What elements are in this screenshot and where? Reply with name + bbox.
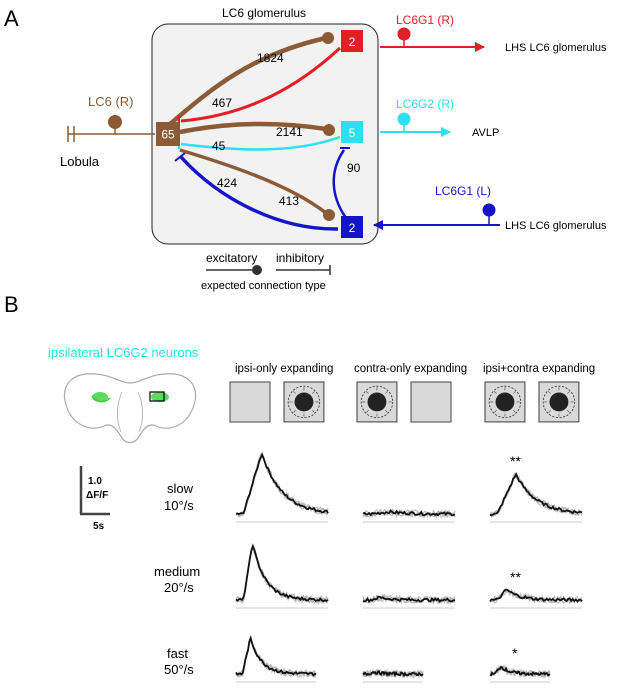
- lc6g1-l-label: LC6G1 (L): [435, 184, 491, 198]
- stim-ipsi-contra-left-looming: [484, 381, 526, 423]
- mean-trace-fast-contra-only: [362, 670, 424, 678]
- lc6g1-l-soma: [482, 203, 496, 217]
- avlp-label: AVLP: [472, 127, 499, 139]
- sig-slow: **: [510, 453, 521, 469]
- node-lc6-count: 65: [161, 128, 175, 142]
- edge-lc6-to-g1r: [168, 35, 327, 126]
- glomerulus-title: LC6 glomerulus: [222, 6, 306, 20]
- edge-lc6-to-g2r-end: [323, 124, 335, 136]
- weight-90: 90: [347, 161, 361, 175]
- speed-slow-name: slow: [167, 481, 194, 496]
- condition-ipsi-only: ipsi-only expanding: [235, 363, 333, 375]
- lc6-r-label: LC6 (R): [88, 94, 134, 109]
- mean-trace-fast-ipsi-contra: [489, 665, 551, 677]
- node-lc6g2-r: [341, 121, 363, 143]
- node-lc6g1-l: [341, 216, 363, 238]
- panel-b-label: B: [4, 292, 19, 317]
- stim-ipsi-only-left-blank: [229, 381, 271, 423]
- stim-ipsi-contra-right-looming: [538, 381, 580, 423]
- lhs-lc6-glomerulus-out: LHS LC6 glomerulus: [505, 42, 607, 54]
- lc6g1-r-soma: [397, 27, 411, 41]
- speed-fast-rate: 50°/s: [164, 662, 194, 677]
- sig-fast: *: [512, 645, 518, 661]
- lc6g1-r-label: LC6G1 (R): [396, 13, 454, 27]
- lc6g2-r-soma: [397, 112, 411, 126]
- stim-contra-only-right-blank: [410, 381, 452, 423]
- edge-lc6-to-g1r-end: [322, 32, 334, 44]
- condition-contra-only: contra-only expanding: [354, 363, 467, 375]
- stim-ipsi-only-right-looming: [283, 381, 325, 423]
- legend-excitatory-dot: [252, 265, 262, 275]
- mean-trace-slow-contra-only: [362, 509, 456, 517]
- lobula-label: Lobula: [60, 154, 100, 169]
- neuron-title: ipsilateral LC6G2 neurons: [48, 345, 199, 360]
- speed-medium-rate: 20°/s: [164, 580, 194, 595]
- edge-g1l-to-lc6-bar: [174, 152, 186, 162]
- trial-trace-medium-contra-only: [362, 593, 456, 606]
- edge-g1l-to-g2r: [332, 149, 348, 219]
- panel-a-label: A: [4, 6, 19, 31]
- weight-1824: 1824: [257, 51, 284, 65]
- edge-lc6-to-g2r: [179, 121, 327, 135]
- mean-trace-fast-ipsi-only: [235, 635, 317, 677]
- legend-excitatory: excitatory: [206, 251, 257, 265]
- lc6g2-left-arbor: [91, 395, 111, 403]
- brain-outline: [63, 373, 197, 444]
- lc6-soma: [108, 115, 122, 129]
- brain-midline-left: [116, 391, 123, 433]
- brain-midline-right: [137, 391, 144, 433]
- scale-x-value: 5s: [93, 521, 105, 532]
- edge-g1r-to-lc6: [180, 46, 342, 123]
- lhs-lc6-glomerulus-in: LHS LC6 glomerulus: [505, 220, 607, 232]
- condition-ipsi-contra: ipsi+contra expanding: [483, 363, 595, 375]
- weight-467: 467: [212, 96, 232, 110]
- speed-slow-rate: 10°/s: [164, 498, 194, 513]
- scale-y-unit: ΔF/F: [86, 490, 108, 501]
- edge-lc6-to-g1l-end: [323, 209, 335, 221]
- node-lc6g1-l-count: 2: [349, 221, 356, 235]
- speed-medium-name: medium: [154, 564, 200, 579]
- node-lc6g2-r-count: 5: [349, 126, 356, 140]
- speed-fast-name: fast: [167, 646, 188, 661]
- scale-y-value: 1.0: [88, 476, 102, 487]
- weight-45: 45: [212, 139, 226, 153]
- node-lc6: [156, 122, 180, 146]
- edge-g2r-to-lc6: [180, 135, 341, 151]
- sig-medium: **: [510, 569, 521, 585]
- imaging-roi-box: [149, 391, 165, 402]
- lc6g2-r-label: LC6G2 (R): [396, 97, 454, 111]
- edge-lc6-to-g1l: [179, 148, 328, 215]
- weight-2141: 2141: [276, 125, 303, 139]
- weight-424: 424: [217, 176, 237, 190]
- mean-trace-medium-contra-only: [362, 595, 456, 604]
- response-traces: [235, 451, 583, 683]
- legend-caption: expected connection type: [201, 280, 326, 292]
- mean-trace-medium-ipsi-only: [235, 543, 329, 603]
- mean-trace-medium-ipsi-contra: [489, 588, 583, 603]
- edge-g1l-to-lc6: [179, 155, 339, 231]
- legend-inhibitory: inhibitory: [276, 251, 324, 265]
- trial-trace-slow-ipsi-only: [235, 451, 329, 516]
- weight-413: 413: [279, 194, 299, 208]
- stim-contra-only-left-looming: [356, 381, 398, 423]
- node-lc6g1-r: [341, 30, 363, 52]
- node-lc6g1-r-count: 2: [349, 35, 356, 49]
- mean-trace-slow-ipsi-contra: [489, 471, 583, 517]
- mean-trace-slow-ipsi-only: [235, 452, 329, 516]
